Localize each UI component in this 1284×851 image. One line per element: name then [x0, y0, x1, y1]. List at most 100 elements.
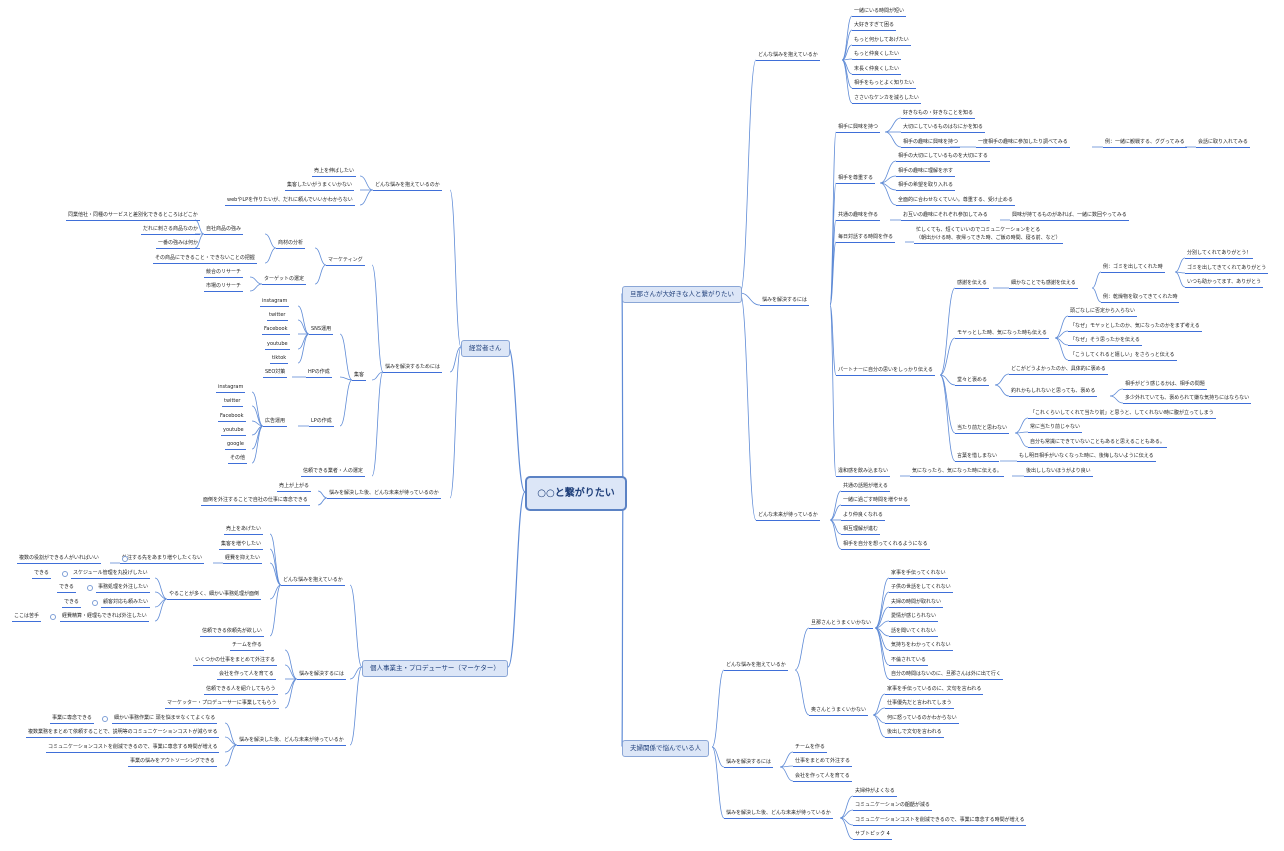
topic-b1-1-2[interactable]: 子供の世話をしてくれない — [889, 584, 953, 593]
topic-c2-2-3[interactable]: LPの作成 — [309, 418, 334, 427]
central-topic[interactable]: ○○と繋がりたい — [525, 476, 627, 511]
topic-c2-2-2[interactable]: HPの作成 — [306, 369, 332, 378]
topic-a2-5-5a[interactable]: もし明日相手がいなくなった時に、後悔しないように伝える — [1017, 453, 1156, 462]
topic-d2[interactable]: 悩みを解決するには — [297, 671, 347, 680]
topic-a2-3-2[interactable]: 興味が持てるものがあれば、一緒に数回やってみる — [1010, 212, 1129, 221]
topic-d1-4[interactable]: やることが多く、細かい事務処理が面倒 — [167, 591, 262, 600]
topic-a3-1[interactable]: 共通の話題が増える — [841, 483, 890, 492]
topic-b1-2-1[interactable]: 家事を手伝っているのに、文句を言われる — [885, 686, 984, 695]
topic-d1-4d1[interactable]: ここは苦手 — [12, 613, 42, 622]
main-topic-business-owner[interactable]: 経営者さん — [461, 340, 510, 357]
topic-a2-1[interactable]: 相手に興味を持つ — [836, 124, 881, 133]
topic-a2-5-1a[interactable]: 細かなことでも感謝を伝える — [1009, 280, 1078, 289]
topic-c2[interactable]: 悩みを解決するためには — [383, 364, 443, 373]
topic-a2-5-3b2[interactable]: 多少外れていても、褒められて嫌な気持ちにはならない — [1123, 395, 1252, 404]
topic-c2-2-1c[interactable]: Facebook — [262, 326, 290, 335]
topic-b3-3[interactable]: コミュニケーションコストを削減できるので、事業に専念する時間が増える — [853, 817, 1027, 826]
topic-a2-5[interactable]: パートナーに自分の思いをしっかり伝える — [836, 367, 935, 376]
topic-c3-1[interactable]: 売上が上がる — [277, 483, 312, 492]
topic-d2-4[interactable]: 信頼できる人を紹介してもらう — [204, 686, 278, 695]
topic-a2-5-1b1[interactable]: 分別してくれてありがとう！ — [1185, 250, 1254, 259]
topic-a1-3[interactable]: もっと何かしてあげたい — [852, 37, 911, 46]
topic-a2-4[interactable]: 毎日対話する時間を作る — [836, 234, 896, 243]
topic-d3-2[interactable]: 複数業務をまとめて依頼することで、説明等のコミュニケーションコストが減らせる — [26, 729, 220, 738]
main-topic-freelancer[interactable]: 個人事業主・プロデューサー（マーケター） — [362, 660, 508, 677]
topic-c1-3[interactable]: webやLPを作りたいが、だれに頼んでいいかわからない — [225, 197, 355, 206]
topic-c2-2-1d[interactable]: youtube — [265, 341, 290, 350]
topic-d3-1a[interactable]: 細かい事務作業に 頭を悩ませなくてよくなる — [112, 715, 218, 724]
topic-d3-3[interactable]: コミュニケーションコストを削減できるので、事業に専念する時間が増える — [46, 744, 220, 753]
topic-a1-5[interactable]: 末長く仲良くしたい — [852, 66, 902, 75]
topic-c2-2-1[interactable]: SNS運用 — [309, 326, 334, 335]
topic-a3-3[interactable]: より仲良くなれる — [841, 512, 885, 521]
topic-a2-5-1b[interactable]: 例：ゴミを出してくれた時 — [1101, 264, 1165, 273]
topic-b3-2[interactable]: コミュニケーションの齟齬が減る — [853, 802, 932, 811]
topic-c2-1-1c[interactable]: 一番の強みは何か — [156, 240, 201, 249]
topic-d1-5[interactable]: 信頼できる依頼先が欲しい — [200, 628, 264, 637]
topic-a3-5[interactable]: 相手を自分を想ってくれるようになる — [841, 541, 930, 550]
topic-b1-1[interactable]: 旦那さんとうまくいかない — [809, 620, 874, 629]
topic-b1-1-7[interactable]: 不倫されている — [889, 657, 928, 666]
topic-d1-4c1[interactable]: できる — [62, 599, 81, 608]
topic-b3[interactable]: 悩みを解決した後、どんな未来が待っているか — [724, 810, 833, 819]
topic-a2-5-4[interactable]: 当たり前だと思わない — [955, 425, 1010, 434]
topic-c2-2-3a5[interactable]: google — [225, 441, 246, 450]
topic-b1-1-1[interactable]: 家事を手伝ってくれない — [889, 570, 948, 579]
topic-a2-5-2a[interactable]: 頭ごなしに否定から入らない — [1068, 308, 1138, 317]
topic-a2-1-2[interactable]: 大切にしているものはなにかを知る — [901, 124, 985, 133]
topic-a2-1-3[interactable]: 相手の趣味に興味を持つ — [901, 139, 961, 148]
topic-a1-7[interactable]: ささいなケンカを減らしたい — [852, 95, 921, 104]
topic-c2-1-2a[interactable]: 競合のリサーチ — [204, 269, 244, 278]
topic-a2-1-1[interactable]: 好きなもの・好きなことを知る — [901, 110, 976, 119]
topic-a2-5-1b2[interactable]: ゴミを出してきてくれてありがとう — [1185, 265, 1269, 274]
topic-c1-1[interactable]: 売上を伸ばしたい — [312, 168, 357, 177]
topic-a2[interactable]: 悩みを解決するには — [760, 297, 810, 306]
topic-d2-1[interactable]: チームを作る — [230, 642, 264, 651]
topic-b1-1-4[interactable]: 愛情が感じられない — [889, 613, 939, 622]
topic-c2-1-1a1[interactable]: 同業他社・同種のサービスと差別化できるところはどこか — [66, 212, 200, 221]
topic-c2-2-3a4[interactable]: youtube — [221, 427, 246, 436]
topic-b2[interactable]: 悩みを解決するには — [724, 759, 774, 768]
topic-b1-1-3[interactable]: 夫婦の時間が取れない — [889, 599, 944, 608]
topic-d2-3[interactable]: 会社を作って人を育てる — [217, 671, 276, 680]
topic-a2-5-4b[interactable]: 常に当たり前じゃない — [1028, 424, 1083, 433]
topic-a2-6-1[interactable]: 気になったら、気になった時に伝える。 — [910, 468, 1004, 477]
topic-d3-1[interactable]: 事業に専念できる — [50, 715, 94, 724]
topic-c2-2[interactable]: 集客 — [352, 372, 367, 381]
topic-a2-5-2d[interactable]: 「こうしてくれると嬉しい」をさらっと伝える — [1068, 352, 1177, 361]
topic-a2-5-2b[interactable]: 「なぜ」モヤッとしたのか、気になったのかをまず考える — [1068, 323, 1202, 332]
topic-b3-1[interactable]: 夫婦仲がよくなる — [853, 788, 897, 797]
topic-a2-5-3[interactable]: 堂々と褒める — [955, 377, 990, 386]
topic-c2-2-3a3[interactable]: Facebook — [218, 413, 246, 422]
topic-a2-5-1[interactable]: 感謝を伝える — [955, 280, 989, 289]
topic-a2-5-1c[interactable]: 例：乾燥物を取ってきてくれた時 — [1101, 294, 1180, 303]
topic-c2-2-3a2[interactable]: twitter — [222, 398, 243, 407]
topic-d3[interactable]: 悩みを解決した後、どんな未来が待っているか — [237, 737, 346, 746]
collapse-dot[interactable] — [87, 585, 93, 591]
topic-a2-1-3b[interactable]: 例：一緒に観戦する、ググってみる — [1103, 139, 1187, 148]
topic-a2-5-4c[interactable]: 自分も常識にできていないこともあると思えることもある。 — [1028, 439, 1167, 448]
topic-a1-2[interactable]: 大好きすぎて困る — [852, 22, 897, 31]
topic-c2-2-3a6[interactable]: その他 — [228, 455, 248, 464]
topic-c2-1-2b[interactable]: 市場のリサーチ — [204, 283, 244, 292]
topic-b1-2-4[interactable]: 後出しで文句を言われる — [885, 729, 944, 738]
topic-c2-2-3a1[interactable]: instagram — [216, 384, 246, 393]
topic-c1[interactable]: どんな悩みを抱えているのか — [373, 182, 442, 191]
topic-a2-1-3a[interactable]: 一度相手の趣味に参加したり調べてみる — [976, 139, 1070, 148]
topic-c2-1-2[interactable]: ターゲットの選定 — [262, 276, 307, 285]
topic-c1-2[interactable]: 集客したいがうまくいかない — [285, 182, 355, 191]
topic-d1-1[interactable]: 売上をあげたい — [224, 526, 264, 535]
topic-b3-4[interactable]: サブトピック 4 — [853, 831, 892, 840]
topic-c2-1-1[interactable]: 商材の分析 — [276, 240, 306, 249]
topic-d1-4b1[interactable]: できる — [57, 584, 76, 593]
topic-c3[interactable]: 悩みを解決した後、どんな未来が待っているのか — [327, 490, 441, 499]
topic-d1-3[interactable]: 経費を抑えたい — [223, 555, 263, 564]
collapse-dot[interactable] — [50, 614, 56, 620]
topic-d1-4c[interactable]: 顧客対応も頼みたい — [101, 599, 151, 608]
topic-a2-2[interactable]: 相手を尊重する — [836, 175, 876, 184]
topic-a1[interactable]: どんな悩みを抱えているか — [756, 52, 820, 61]
topic-a3-2[interactable]: 一緒に過ごす時間を増やせる — [841, 497, 911, 506]
topic-d1-2[interactable]: 集客を増やしたい — [219, 541, 264, 550]
topic-d2-2[interactable]: いくつかの仕事をまとめて外注する — [193, 657, 278, 666]
topic-c2-3[interactable]: 信頼できる業者・人の選定 — [301, 468, 365, 477]
